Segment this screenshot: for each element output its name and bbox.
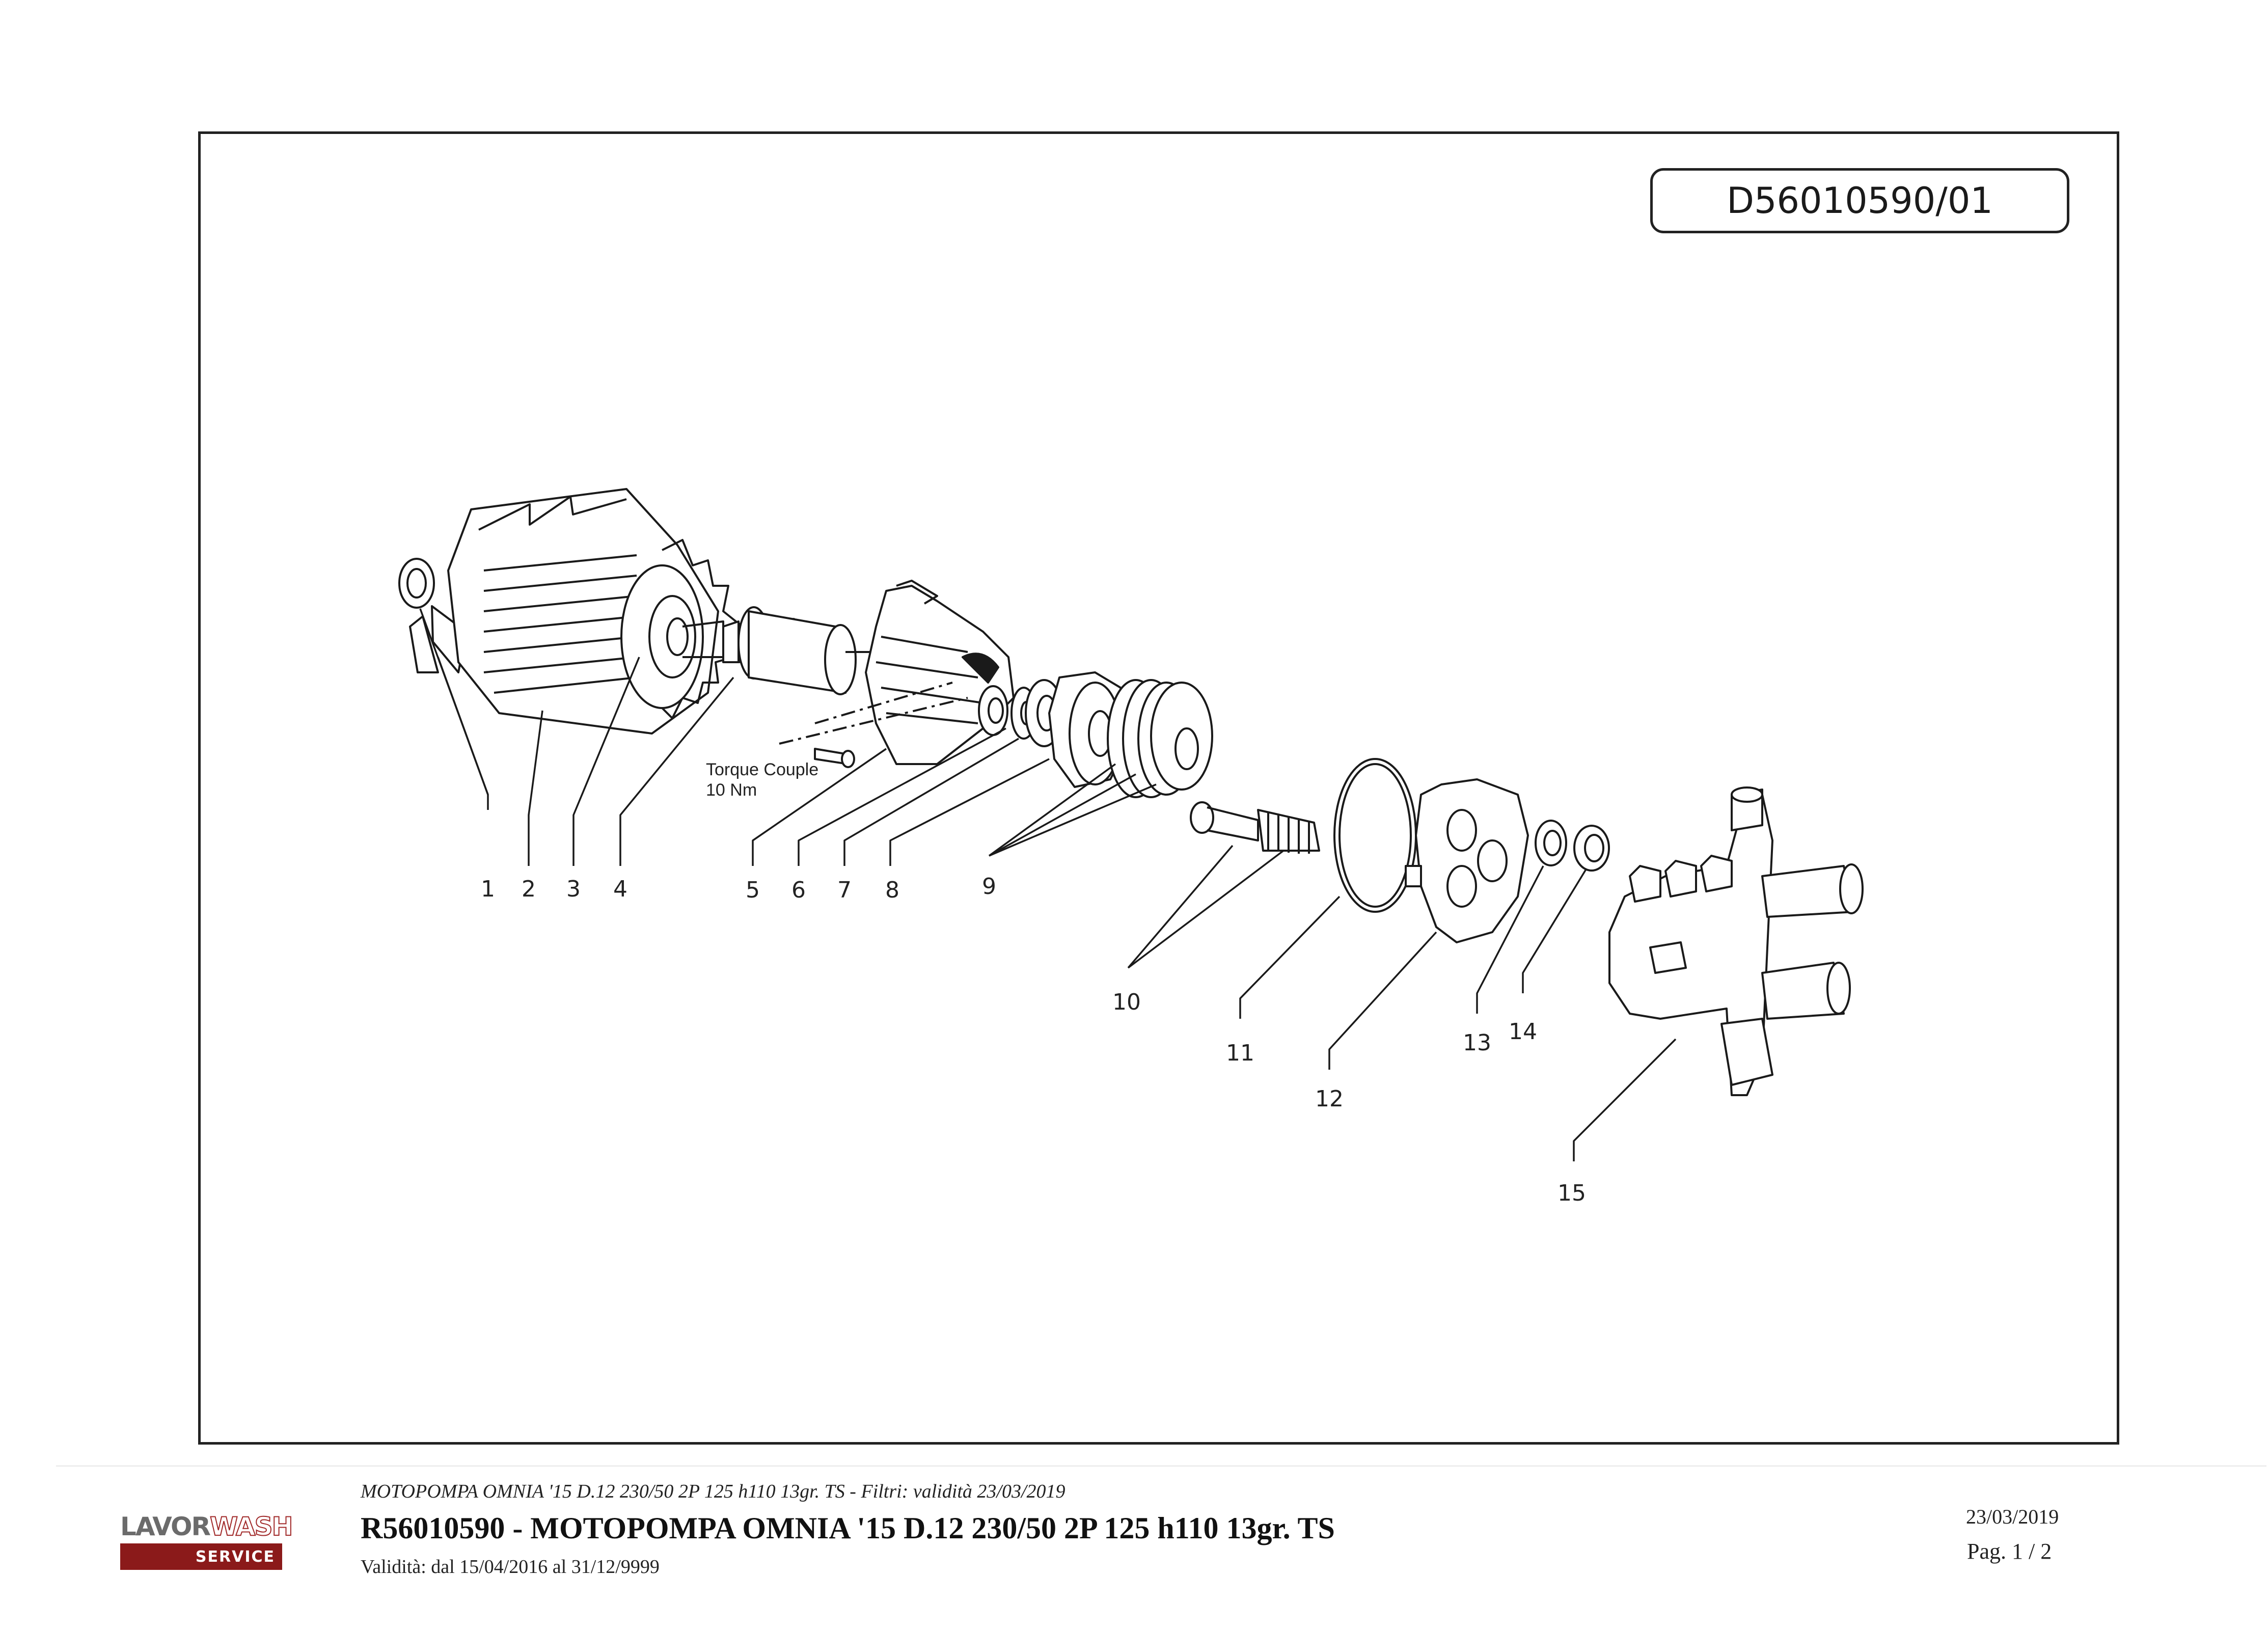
callout-2: 2	[522, 876, 536, 902]
callout-8: 8	[885, 877, 899, 903]
logo-wash-text: WASH	[209, 1512, 293, 1541]
callout-labels: 1 2 3 4 5 6 7 8 9 10 11 12 13 14 15	[481, 874, 1586, 1206]
callout-10: 10	[1112, 989, 1141, 1015]
logo-service-bar: SERVICE	[120, 1543, 282, 1570]
callout-13: 13	[1463, 1030, 1491, 1056]
part-head-plate	[1405, 778, 1529, 943]
document-title: R56010590 - MOTOPOMPA OMNIA '15 D.12 230…	[361, 1511, 1335, 1545]
document-date: 23/03/2019	[1966, 1505, 2059, 1528]
part-motor-housing	[447, 488, 737, 735]
callout-12: 12	[1315, 1086, 1344, 1112]
validity-text: Validità: dal 15/04/2016 al 31/12/9999	[361, 1556, 660, 1578]
torque-label-line1: Torque Couple	[706, 760, 818, 779]
callout-6: 6	[791, 877, 806, 903]
part-piston-spring	[1190, 801, 1320, 854]
callout-7: 7	[837, 877, 852, 903]
torque-label-line2: 10 Nm	[706, 780, 757, 800]
callout-11: 11	[1226, 1040, 1254, 1066]
callout-4: 4	[613, 876, 627, 902]
part-o-ring-inner	[1338, 763, 1412, 908]
callout-9: 9	[982, 874, 996, 900]
drawing-frame	[198, 131, 2119, 1445]
logo-lavor-text: LAVOR	[120, 1512, 211, 1541]
part-rotor	[722, 606, 876, 695]
drawing-code: D56010590/01	[1650, 168, 2069, 233]
leader-lines	[419, 608, 1677, 1161]
footer-divider	[56, 1465, 2266, 1466]
part-o-ring	[1333, 758, 1417, 913]
document-subtitle: MOTOPOMPA OMNIA '15 D.12 230/50 2P 125 h…	[361, 1481, 1065, 1502]
part-flange	[865, 580, 1015, 765]
callout-1: 1	[481, 876, 495, 902]
callout-15: 15	[1557, 1180, 1586, 1206]
part-seals	[1535, 820, 1610, 872]
part-bolt	[779, 682, 968, 768]
part-discs	[1107, 679, 1213, 798]
callout-3: 3	[566, 876, 581, 902]
callout-5: 5	[746, 877, 760, 903]
callout-14: 14	[1509, 1019, 1537, 1045]
page-number: Pag. 1 / 2	[1967, 1539, 2052, 1564]
part-valve-block	[1608, 786, 1864, 1096]
